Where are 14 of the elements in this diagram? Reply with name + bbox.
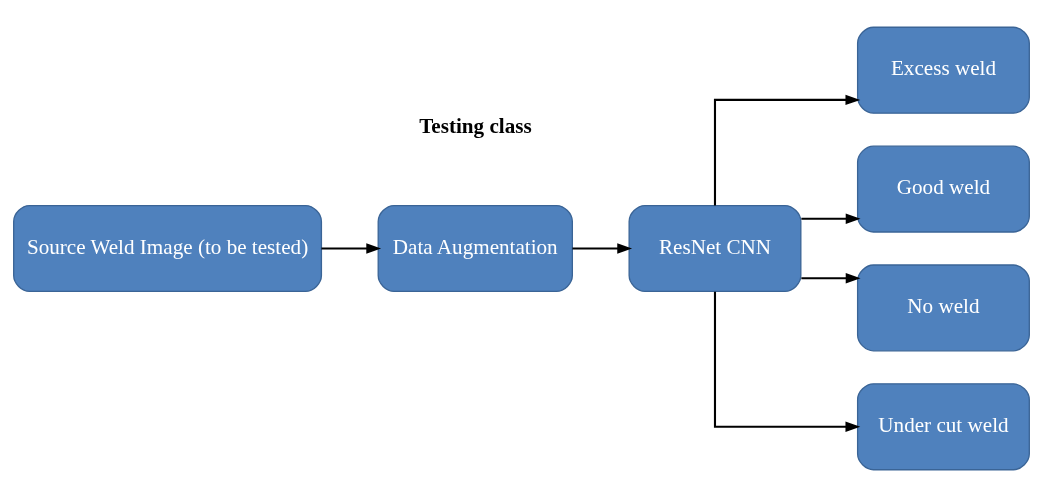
node-box: Source Weld Image (to be tested) bbox=[13, 204, 323, 293]
node-box: ResNet CNN bbox=[628, 204, 802, 293]
node-box: Excess weld bbox=[856, 26, 1030, 114]
node-box: Data Augmentation bbox=[377, 204, 573, 293]
arrow bbox=[321, 243, 382, 254]
arrow bbox=[713, 94, 861, 206]
arrow bbox=[713, 291, 861, 432]
node-box: Under cut weld bbox=[856, 383, 1030, 471]
node-box: No weld bbox=[856, 264, 1030, 352]
arrow bbox=[572, 243, 633, 254]
label: Testing class bbox=[419, 114, 532, 139]
node-box: Good weld bbox=[856, 145, 1030, 233]
arrow bbox=[801, 273, 861, 284]
arrow bbox=[801, 213, 861, 224]
